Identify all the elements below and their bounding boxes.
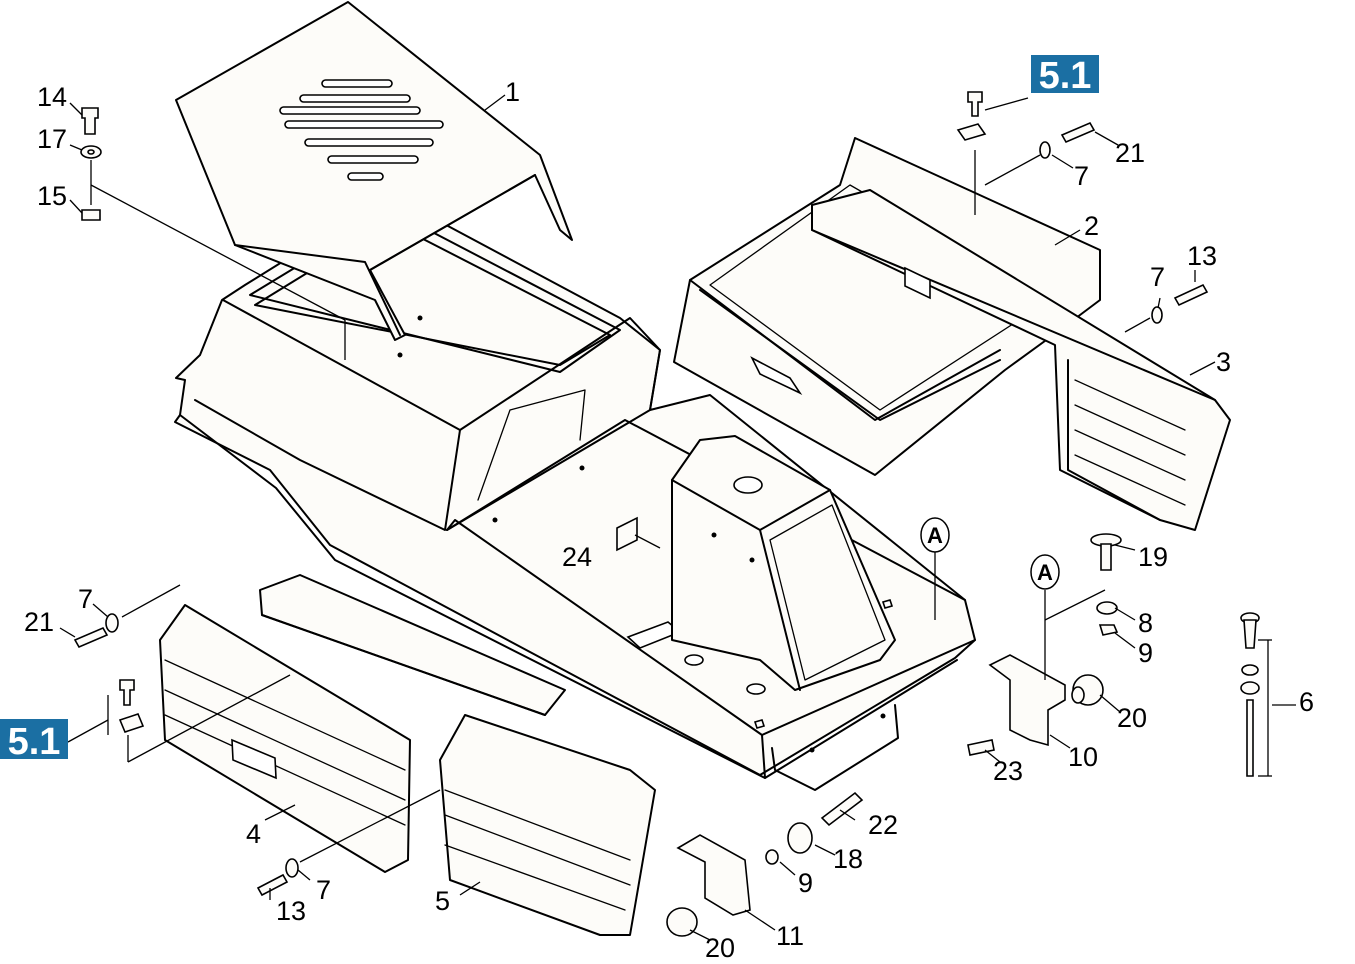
callout-24: 24 <box>562 542 592 572</box>
left-side-shields <box>159 574 656 936</box>
callout-7: 7 <box>1074 161 1089 191</box>
callout-18: 18 <box>833 844 863 874</box>
callout-13: 13 <box>1187 241 1217 271</box>
callout-15: 15 <box>37 181 67 211</box>
callout-7: 7 <box>316 875 331 905</box>
right-side-panel <box>673 137 1231 531</box>
reference-5-1-top[interactable]: 5.1 <box>1031 55 1099 97</box>
callout-20: 20 <box>1117 703 1147 733</box>
callout-20: 20 <box>705 933 735 963</box>
callout-9: 9 <box>798 868 813 898</box>
callout-1: 1 <box>505 77 520 107</box>
leader-lines <box>59 94 1296 941</box>
hardware-parts <box>73 91 1272 937</box>
callout-23: 23 <box>993 756 1023 786</box>
reference-label-left: 5.1 <box>8 721 61 763</box>
callout-4: 4 <box>246 819 261 849</box>
callout-21: 21 <box>24 607 54 637</box>
callout-6: 6 <box>1299 687 1314 717</box>
callout-7: 7 <box>1150 262 1165 292</box>
callout-13: 13 <box>276 896 306 926</box>
callout-7: 7 <box>78 584 93 614</box>
callout-11: 11 <box>776 921 804 951</box>
callout-5: 5 <box>435 886 450 916</box>
callout-22: 22 <box>868 810 898 840</box>
callout-8: 8 <box>1138 608 1153 638</box>
reference-5-1-left[interactable]: 5.1 <box>0 719 68 763</box>
marker-a-body: A <box>920 517 950 553</box>
center-console <box>671 435 896 691</box>
callout-14: 14 <box>37 82 67 112</box>
vent-slots <box>279 79 444 181</box>
callout-10: 10 <box>1068 742 1098 772</box>
marker-a-label: A <box>927 523 943 548</box>
marker-a-bracket: A <box>1030 554 1060 590</box>
callout-21: 21 <box>1115 138 1145 168</box>
callout-labels: 1 2 3 4 5 6 7 7 7 7 8 9 9 10 11 13 13 14… <box>24 77 1314 963</box>
reference-label-top: 5.1 <box>1039 55 1092 97</box>
marker-a-label: A <box>1037 560 1053 585</box>
callout-17: 17 <box>37 124 67 154</box>
callout-2: 2 <box>1084 211 1099 241</box>
callout-9: 9 <box>1138 638 1153 668</box>
seat-cover <box>175 1 573 341</box>
callout-3: 3 <box>1216 347 1231 377</box>
callout-19: 19 <box>1138 542 1168 572</box>
